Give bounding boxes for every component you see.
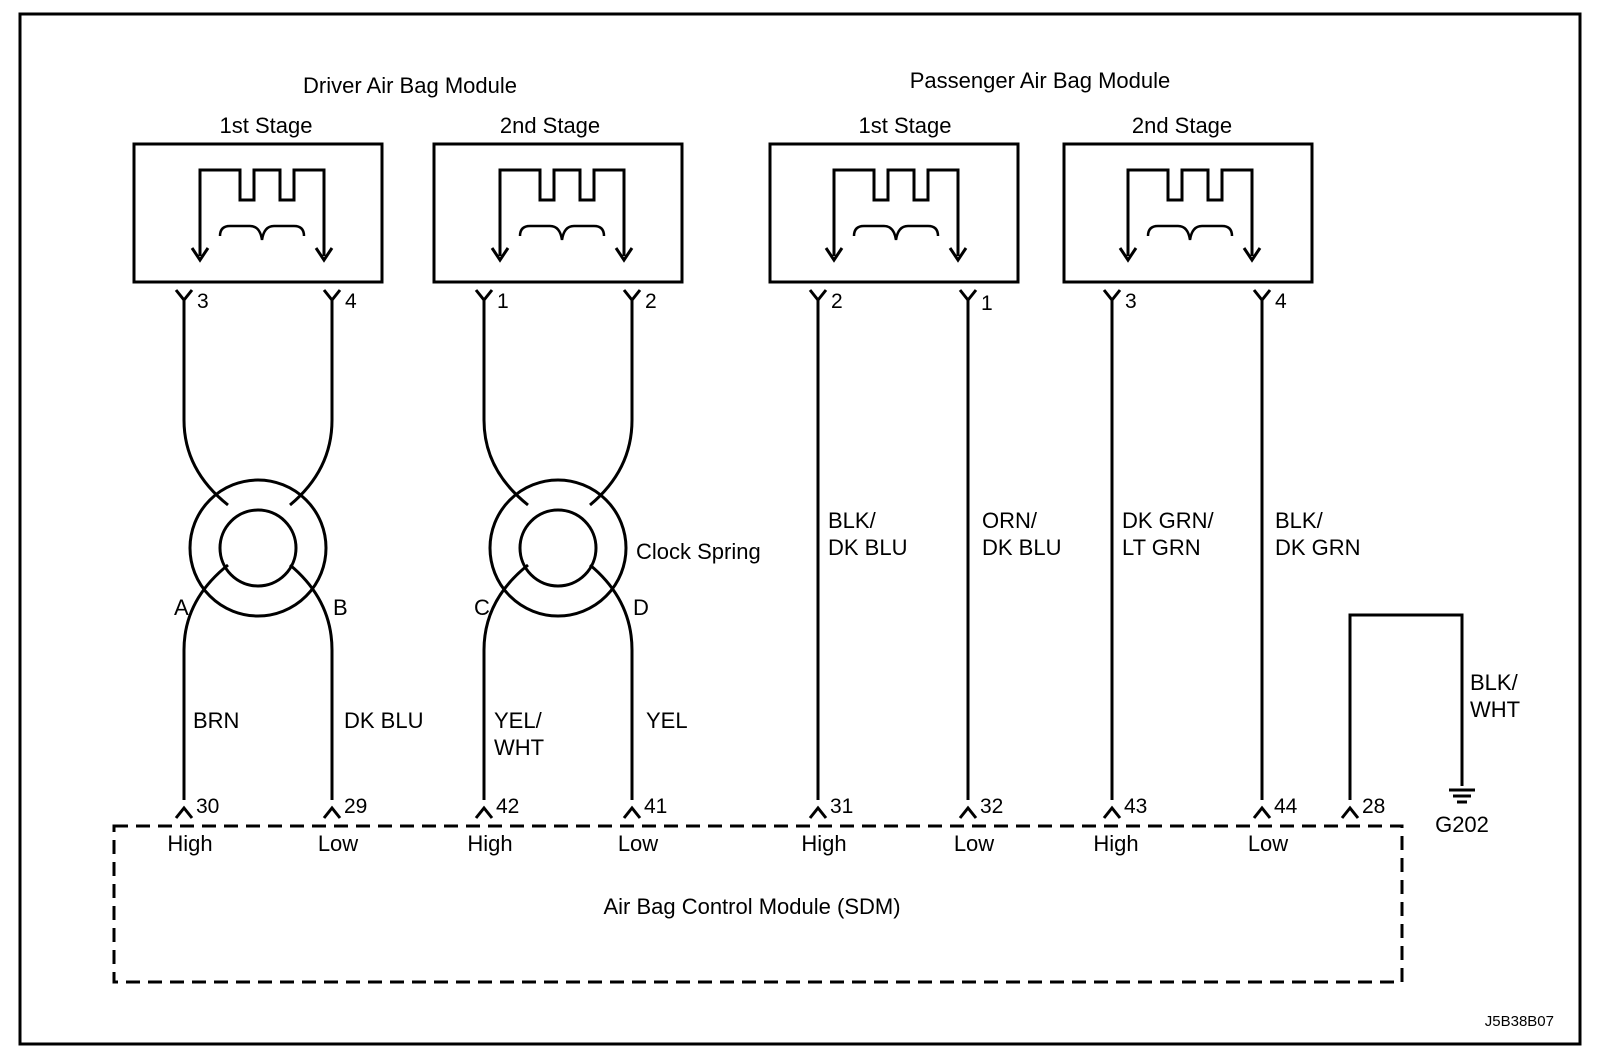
ground-wire-color-b: WHT bbox=[1470, 697, 1520, 722]
sdm-label-32: Low bbox=[954, 831, 994, 856]
wire-color-w5a: BLK/ bbox=[828, 508, 877, 533]
wire-color-w7b: LT GRN bbox=[1122, 535, 1201, 560]
driver-stage1-box: 1st Stage bbox=[132, 113, 384, 284]
clock-terminal-c: C bbox=[474, 595, 490, 620]
passenger-stage1-pin-a: 2 bbox=[831, 290, 843, 313]
module-connector-pins bbox=[174, 289, 1272, 303]
sdm-box bbox=[112, 824, 1404, 984]
sdm-pin-42: 42 bbox=[496, 795, 519, 818]
sdm-pin-44: 44 bbox=[1274, 795, 1298, 818]
sdm-title: Air Bag Control Module (SDM) bbox=[603, 894, 900, 919]
sdm-connector-pins bbox=[174, 805, 1360, 819]
driver-stage2-label: 2nd Stage bbox=[500, 113, 600, 138]
wire-color-w8a: BLK/ bbox=[1275, 508, 1324, 533]
sdm-label-31: High bbox=[801, 831, 846, 856]
wire-color-w6b: DK BLU bbox=[982, 535, 1061, 560]
passenger-stage2-label: 2nd Stage bbox=[1132, 113, 1232, 138]
sdm-label-43: High bbox=[1093, 831, 1138, 856]
wire-color-w5b: DK BLU bbox=[828, 535, 907, 560]
clock-terminal-b: B bbox=[333, 595, 348, 620]
sdm-pin-31: 31 bbox=[830, 795, 853, 818]
sdm-pin-30: 30 bbox=[196, 795, 219, 818]
wire-color-w2: DK BLU bbox=[344, 708, 423, 733]
sdm-label-41: Low bbox=[618, 831, 658, 856]
diagram-border bbox=[18, 12, 1582, 1046]
driver-stage1-pin-a: 3 bbox=[197, 290, 209, 313]
figure-code: J5B38B07 bbox=[1485, 1013, 1554, 1030]
ground-wire-color-a: BLK/ bbox=[1470, 670, 1519, 695]
ground-id: G202 bbox=[1435, 812, 1489, 837]
clock-terminal-a: A bbox=[174, 595, 189, 620]
sdm-pin-43: 43 bbox=[1124, 795, 1147, 818]
passenger-stage2-pin-a: 3 bbox=[1125, 290, 1137, 313]
sdm-label-30: High bbox=[167, 831, 212, 856]
wire-color-w8b: DK GRN bbox=[1275, 535, 1361, 560]
passenger-stage2-pin-b: 4 bbox=[1275, 290, 1287, 313]
sdm-pin-32: 32 bbox=[980, 795, 1003, 818]
sdm-label-42: High bbox=[467, 831, 512, 856]
sdm-label-44: Low bbox=[1248, 831, 1288, 856]
clock-spring-label: Clock Spring bbox=[636, 539, 761, 564]
driver-stage2-pin-b: 2 bbox=[645, 290, 657, 313]
clock-spring-right-icon bbox=[488, 478, 628, 618]
wire-color-w1: BRN bbox=[193, 708, 239, 733]
driver-module-title: Driver Air Bag Module bbox=[303, 73, 517, 98]
wire-color-w7a: DK GRN/ bbox=[1122, 508, 1215, 533]
passenger-module-title: Passenger Air Bag Module bbox=[910, 68, 1171, 93]
passenger-stage1-pin-b: 1 bbox=[981, 292, 993, 315]
passenger-wires bbox=[816, 300, 1264, 800]
clock-spring-left-icon bbox=[188, 478, 328, 618]
wire-color-w3b: WHT bbox=[494, 735, 544, 760]
passenger-stage2-box: 2nd Stage bbox=[1062, 113, 1314, 284]
driver-stage1-pin-b: 4 bbox=[345, 290, 357, 313]
passenger-stage1-box: 1st Stage bbox=[768, 113, 1020, 284]
driver-stage1-wires bbox=[182, 300, 334, 800]
wire-color-w6a: ORN/ bbox=[982, 508, 1038, 533]
driver-stage1-label: 1st Stage bbox=[220, 113, 313, 138]
driver-stage2-wires bbox=[482, 300, 634, 800]
ground-icon bbox=[1449, 788, 1475, 804]
passenger-stage1-label: 1st Stage bbox=[859, 113, 952, 138]
sdm-label-29: Low bbox=[318, 831, 358, 856]
clock-terminal-d: D bbox=[633, 595, 649, 620]
sdm-pin-29: 29 bbox=[344, 795, 367, 818]
wire-color-w4: YEL bbox=[646, 708, 688, 733]
sdm-pin-28: 28 bbox=[1362, 795, 1385, 818]
driver-stage2-pin-a: 1 bbox=[497, 290, 509, 313]
wire-color-w3a: YEL/ bbox=[494, 708, 543, 733]
sdm-pin-41: 41 bbox=[644, 795, 667, 818]
driver-stage2-box: 2nd Stage bbox=[432, 113, 684, 284]
ground-wire bbox=[1348, 613, 1464, 800]
